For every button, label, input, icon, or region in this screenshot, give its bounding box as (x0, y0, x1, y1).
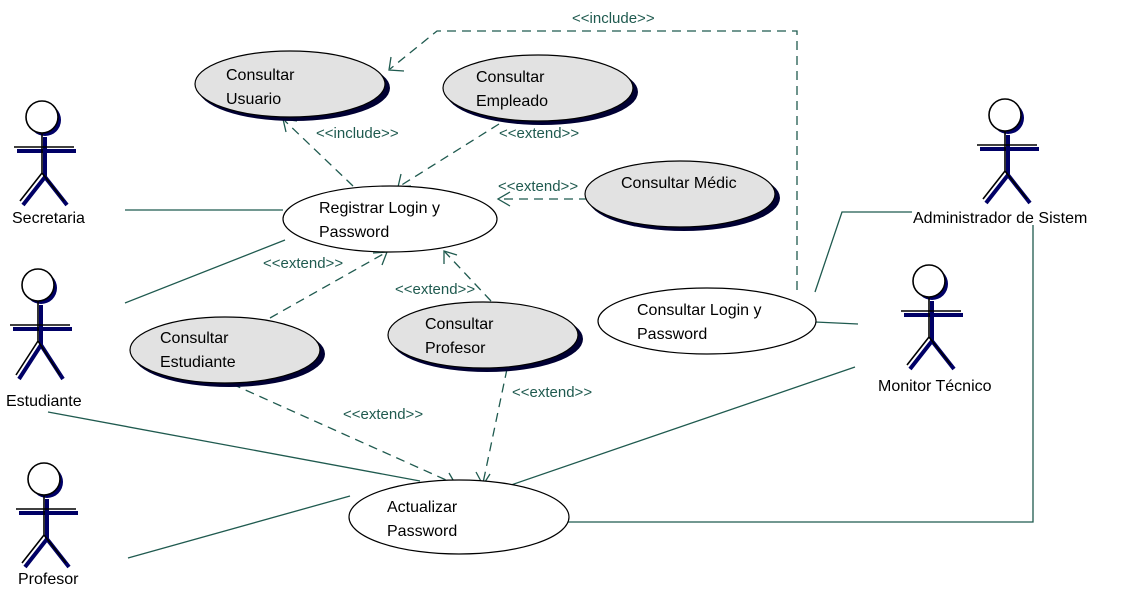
assoc-admin-consultar-login (814, 211, 912, 293)
actor-administrador-figure (977, 98, 1039, 205)
svg-text:Password: Password (387, 523, 457, 540)
svg-text:Consultar Médic: Consultar Médic (621, 175, 737, 192)
label-include-top: <<include>> (572, 10, 655, 27)
svg-text:Consultar: Consultar (226, 67, 295, 84)
svg-text:Password: Password (319, 224, 389, 241)
actor-profesor[interactable]: Profesor (16, 462, 79, 588)
svg-text:Consultar: Consultar (425, 316, 494, 333)
svg-text:Usuario: Usuario (226, 91, 281, 108)
use-case-registrar-login[interactable]: Registrar Login y Password (282, 185, 498, 253)
assoc-profesor-actualizar (127, 495, 351, 559)
use-case-consultar-profesor[interactable]: Consultar Profesor (387, 301, 583, 372)
associations (47, 209, 1034, 559)
label-extend-empleado: <<extend>> (499, 125, 579, 142)
assoc-monitor-actualizar (507, 366, 856, 487)
use-case-consultar-usuario[interactable]: Consultar Usuario (194, 50, 390, 121)
actor-monitor-figure (901, 264, 963, 371)
svg-text:Actualizar: Actualizar (387, 499, 458, 516)
arrowhead-include-top (388, 56, 405, 72)
actor-secretaria-figure (14, 100, 76, 207)
dep-extend-profesor-actualizar (482, 368, 508, 484)
arrowhead-extend-profesor (443, 250, 458, 264)
label-include-usuario: <<include>> (316, 125, 399, 142)
use-case-consultar-estudiante[interactable]: Consultar Estudiante (129, 316, 325, 387)
svg-text:Consultar Login y: Consultar Login y (637, 302, 762, 319)
assoc-estudiante-registrar (124, 239, 286, 304)
dep-extend-profesor (444, 251, 492, 302)
svg-text:Consultar: Consultar (160, 330, 229, 347)
svg-text:Consultar: Consultar (476, 69, 545, 86)
label-extend-estudiante: <<extend>> (263, 255, 343, 272)
use-case-consultar-login[interactable]: Consultar Login y Password (597, 287, 817, 355)
actor-administrador-label: Administrador de Sistem (913, 210, 1087, 227)
arrowhead-extend-medico (496, 191, 511, 207)
actor-secretaria[interactable]: Secretaria (12, 100, 85, 227)
stereotype-labels: <<include>> <<include>> <<extend>> <<ext… (263, 10, 655, 423)
svg-text:Profesor: Profesor (425, 340, 486, 357)
svg-text:Estudiante: Estudiante (160, 354, 236, 371)
label-extend-profesor-actualizar: <<extend>> (512, 384, 592, 401)
actor-estudiante-label: Estudiante (6, 393, 82, 410)
actor-profesor-figure (16, 462, 78, 569)
dep-extend-estudiante (269, 252, 386, 319)
actor-monitor[interactable]: Monitor Técnico (878, 264, 992, 395)
assoc-estudiante-actualizar (47, 411, 421, 482)
actor-profesor-label: Profesor (18, 571, 79, 588)
actor-monitor-label: Monitor Técnico (878, 378, 992, 395)
assoc-monitor-consultar-login (814, 321, 859, 325)
dep-extend-empleado (399, 123, 500, 187)
actor-estudiante-figure (10, 268, 72, 381)
svg-text:Password: Password (637, 326, 707, 343)
use-case-actualizar-password[interactable]: Actualizar Password (348, 479, 570, 555)
dep-include-usuario (284, 120, 354, 187)
use-case-consultar-empleado[interactable]: Consultar Empleado (442, 54, 638, 125)
svg-text:Empleado: Empleado (476, 93, 548, 110)
label-extend-profesor: <<extend>> (395, 281, 475, 298)
dep-extend-estudiante-actualizar (231, 383, 456, 485)
actor-administrador[interactable]: Administrador de Sistem (913, 98, 1087, 227)
actor-secretaria-label: Secretaria (12, 210, 85, 227)
svg-text:Registrar Login y: Registrar Login y (319, 200, 440, 217)
label-extend-estudiante-actualizar: <<extend>> (343, 406, 423, 423)
label-extend-medico: <<extend>> (498, 178, 578, 195)
actor-estudiante[interactable]: Estudiante (6, 268, 82, 410)
use-case-consultar-medico[interactable]: Consultar Médic (584, 160, 780, 231)
dep-include-top (389, 30, 798, 290)
assoc-admin-actualizar (568, 225, 1034, 523)
